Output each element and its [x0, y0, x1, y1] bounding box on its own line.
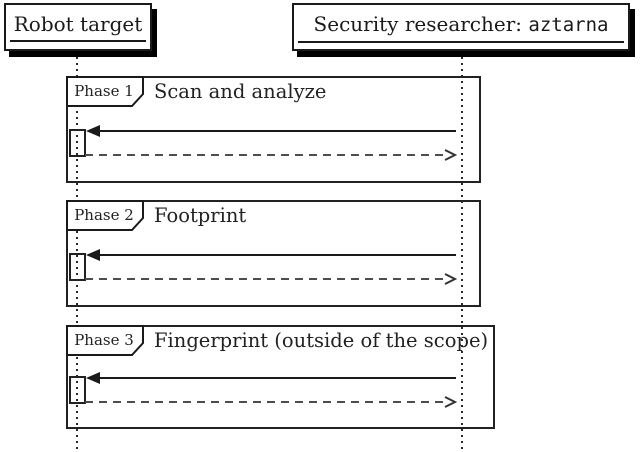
frame-phase-3-tab [66, 325, 144, 356]
activation-box-phase-3 [69, 376, 86, 404]
request-arrow-phase-3 [86, 372, 456, 384]
request-arrow-phase-2 [86, 249, 456, 261]
lifeline-security-researcher [461, 57, 463, 451]
activation-box-phase-1 [69, 129, 86, 157]
frame-phase-1 [66, 76, 481, 183]
participant-robot-target: Robot target [4, 3, 152, 51]
activation-box-phase-2 [69, 253, 86, 281]
frame-phase-2-title: Footprint [154, 204, 247, 227]
participant-robot-target-label: Robot target [10, 12, 146, 42]
participant-tool-name: aztarna [528, 13, 609, 36]
response-arrow-phase-2 [85, 273, 457, 285]
frame-phase-1-title: Scan and analyze [154, 80, 327, 103]
response-arrow-phase-3 [85, 396, 457, 408]
frame-phase-2-label: Phase 2 [74, 205, 134, 224]
frame-phase-1-tab [66, 76, 144, 107]
frame-phase-3 [66, 325, 495, 429]
frame-phase-1-label: Phase 1 [74, 81, 134, 100]
request-arrow-phase-1 [86, 125, 456, 137]
frame-phase-3-label: Phase 3 [74, 330, 134, 349]
frame-phase-2-tab [66, 200, 144, 231]
participant-security-researcher-prefix: Security researcher: [313, 11, 529, 36]
participant-security-researcher: Security researcher: aztarna [292, 3, 630, 51]
frame-phase-2 [66, 200, 481, 307]
response-arrow-phase-1 [85, 149, 457, 161]
participant-security-researcher-label: Security researcher: aztarna [298, 12, 624, 43]
frame-phase-3-title: Fingerprint (outside of the scope) [154, 329, 489, 352]
